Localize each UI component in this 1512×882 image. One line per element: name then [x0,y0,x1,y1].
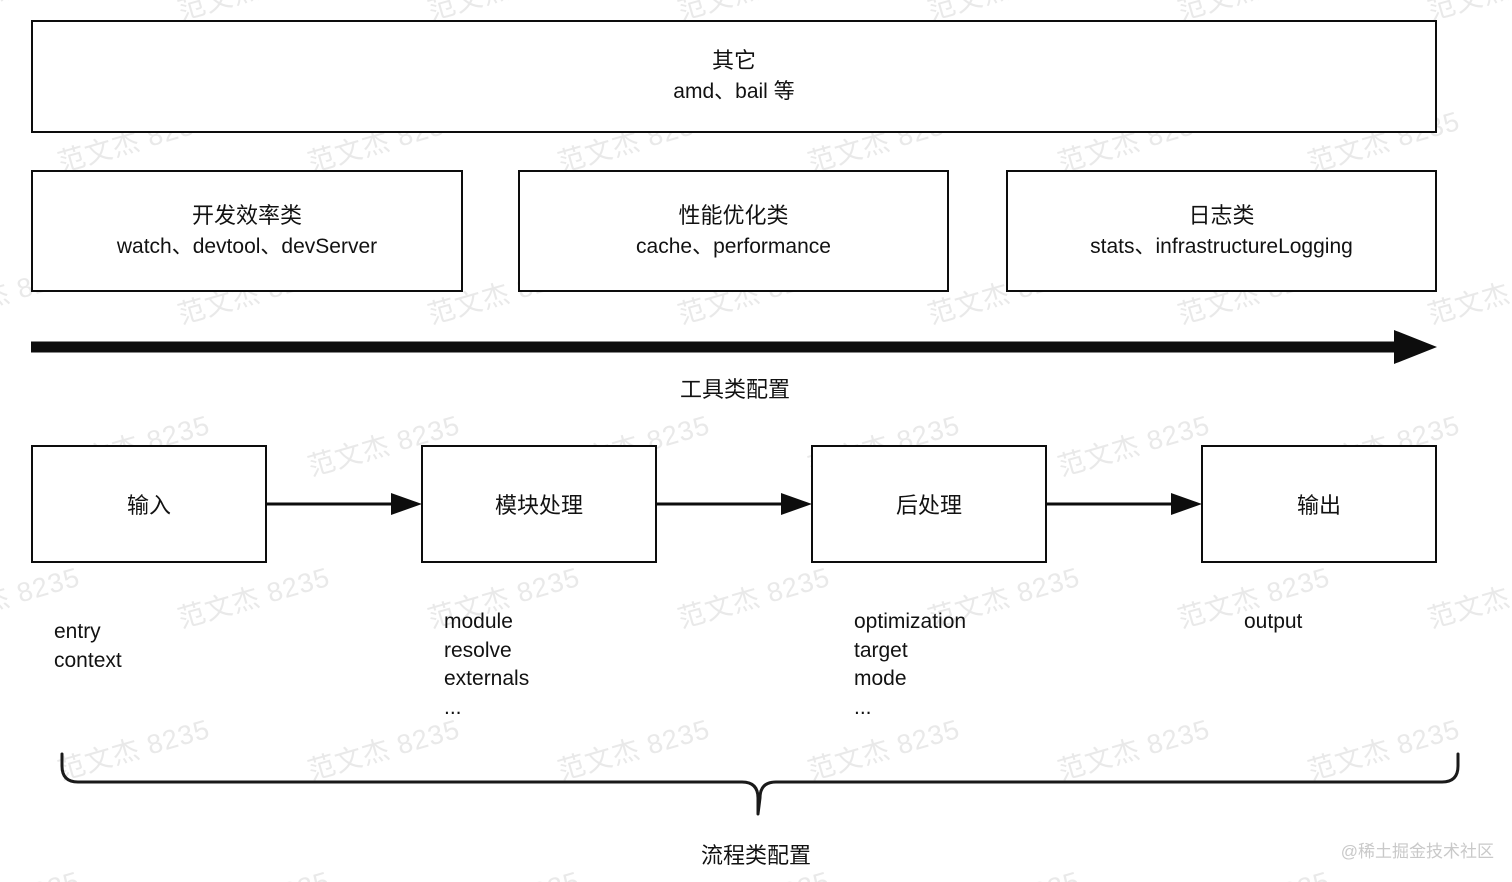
watermark-text: 范文杰 8235 [1054,409,1214,482]
option-list-input: entry context [54,620,122,672]
watermark-text: 范文杰 8235 [174,561,334,634]
category-items: stats、infrastructureLogging [1090,234,1353,258]
flow-stage-module-processing: 模块处理 [421,445,657,563]
process-config-label: 流程类配置 [700,843,811,868]
tool-config-arrow-label: 工具类配置 [679,377,790,402]
process-config-brace-icon [60,752,1460,816]
watermark-text: 范文杰 8235 [1424,562,1512,634]
flow-stage-label: 后处理 [895,493,962,518]
flow-stage-post-processing: 后处理 [811,445,1047,563]
flow-stage-label: 模块处理 [494,493,583,518]
category-box-other: 其它 amd、bail 等 [31,20,1437,133]
option-list-module: module resolve externals ... [444,610,530,719]
tool-config-arrow-icon [31,330,1437,364]
flow-connector-arrow-icon [267,493,422,515]
category-box-dev-efficiency: 开发效率类 watch、devtool、devServer [31,170,463,292]
watermark-text: 范文杰 8235 [674,561,834,634]
flow-stage-label: 输出 [1296,493,1341,518]
flow-stage-label: 输入 [126,493,171,518]
option-list-post: optimization target mode ... [854,610,967,719]
flow-connector-arrow-icon [657,493,812,515]
category-items: cache、performance [636,234,831,258]
flow-stage-output: 输出 [1201,445,1437,563]
flow-connector-arrow-icon [1047,493,1202,515]
category-items: watch、devtool、devServer [116,234,378,258]
option-list-output: output [1244,610,1303,633]
category-box-logging: 日志类 stats、infrastructureLogging [1006,170,1437,292]
attribution-text: @稀土掘金技术社区 [1340,842,1494,861]
category-items: amd、bail 等 [673,80,795,104]
category-heading: 性能优化类 [678,202,789,228]
category-heading: 日志类 [1188,202,1255,228]
category-heading: 其它 [711,48,756,74]
flow-stage-input: 输入 [31,445,267,563]
category-box-performance: 性能优化类 cache、performance [518,170,949,292]
category-heading: 开发效率类 [191,202,302,228]
